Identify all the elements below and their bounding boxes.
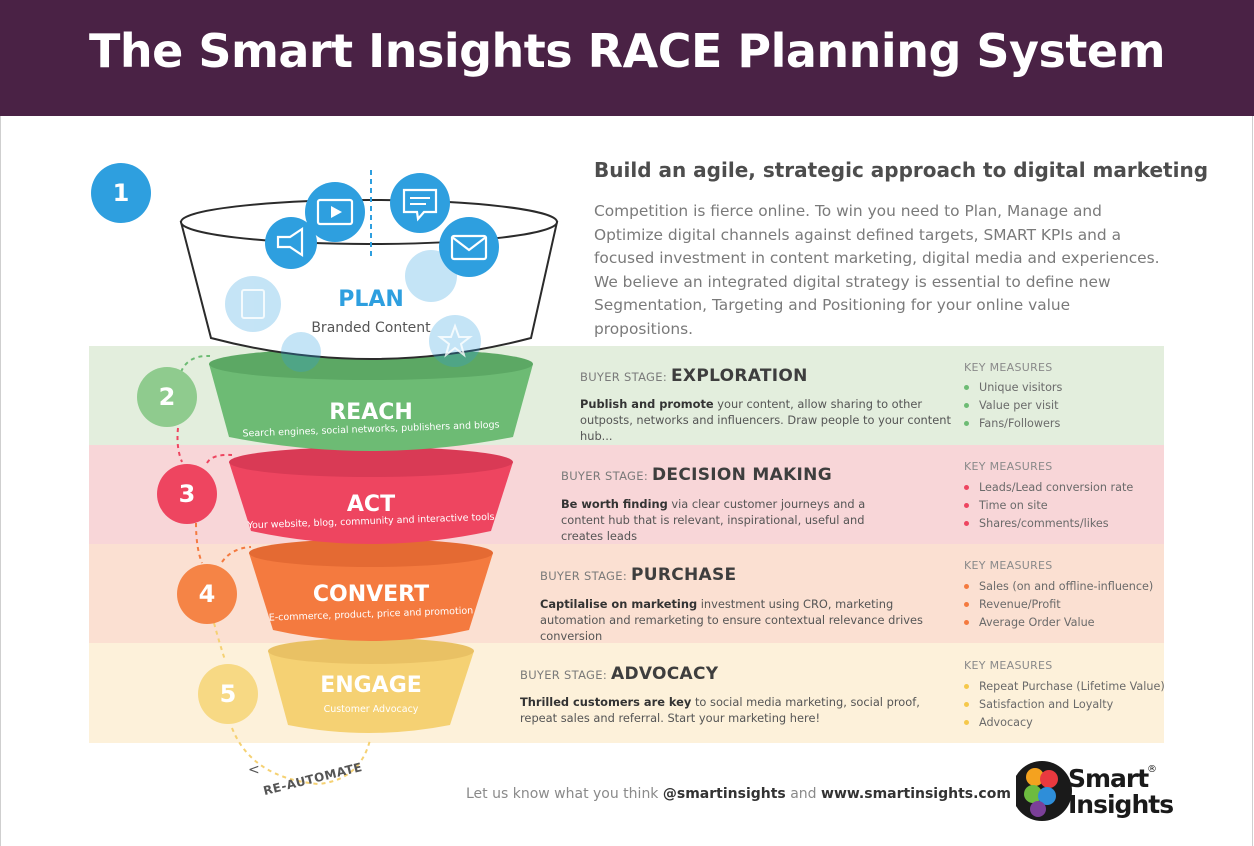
stage-decision-desc: Be worth finding via clear customer jour… (561, 496, 891, 544)
funnel-engage (268, 638, 474, 733)
megaphone-icon (265, 217, 317, 269)
convert-title: CONVERT (312, 582, 430, 607)
stage-exploration-heading: BUYER STAGE: EXPLORATION (580, 366, 808, 386)
reach-title: REACH (329, 400, 413, 425)
measure-item: Average Order Value (964, 614, 1153, 632)
email-icon (439, 217, 499, 277)
footer-text: Let us know what you think @smartinsight… (466, 786, 1011, 802)
key-measures-title: KEY MEASURES (964, 361, 1053, 374)
video-icon (305, 182, 365, 242)
measure-item: Fans/Followers (964, 415, 1062, 433)
desc-bold: Publish and promote (580, 397, 714, 411)
stage-advocacy-heading: BUYER STAGE: ADVOCACY (520, 664, 718, 684)
buyer-stage-label: BUYER STAGE: (520, 668, 607, 682)
plan-subtitle: Branded Content (311, 320, 431, 336)
step-1-circle: 1 (91, 163, 151, 223)
header-bar: The Smart Insights RACE Planning System (0, 0, 1254, 116)
frame-right (1252, 116, 1253, 846)
desc-rest: your content, allow sharing to other out… (580, 397, 951, 443)
buyer-stage-name: DECISION MAKING (652, 465, 832, 485)
step-3-circle: 3 (157, 464, 217, 524)
key-measures-title: KEY MEASURES (964, 460, 1053, 473)
desc-rest: via clear customer journeys and a conten… (561, 497, 866, 543)
key-measures-title: KEY MEASURES (964, 659, 1053, 672)
stage-advocacy-desc: Thrilled customers are key to social med… (520, 694, 920, 726)
logo-registered: ® (1147, 764, 1157, 775)
star-icon (437, 323, 473, 358)
measure-item: Satisfaction and Loyalty (964, 696, 1165, 714)
key-measures-purchase: Sales (on and offline-influence) Revenue… (964, 578, 1153, 632)
step-5-circle: 5 (198, 664, 258, 724)
measure-item: Shares/comments/likes (964, 515, 1133, 533)
page-title: The Smart Insights RACE Planning System (88, 24, 1166, 78)
document-icon (241, 289, 265, 319)
measure-item: Revenue/Profit (964, 596, 1153, 614)
buyer-stage-name: PURCHASE (631, 565, 737, 585)
key-measures-title: KEY MEASURES (964, 559, 1053, 572)
measure-item: Advocacy (964, 714, 1165, 732)
desc-bold: Thrilled customers are key (520, 695, 692, 709)
frame-left (0, 116, 1, 846)
measure-item: Time on site (964, 497, 1133, 515)
stage-exploration-desc: Publish and promote your content, allow … (580, 396, 960, 444)
plan-title: PLAN (338, 287, 404, 312)
buyer-stage-name: ADVOCACY (611, 664, 719, 684)
desc-rest: investment using CRO, marketing automati… (540, 597, 923, 643)
footer-mid: and (785, 786, 822, 802)
footer-pre: Let us know what you think (466, 786, 663, 802)
engage-subtitle: Customer Advocacy (323, 704, 419, 715)
key-measures-advocacy: Repeat Purchase (Lifetime Value) Satisfa… (964, 678, 1165, 732)
measure-item: Repeat Purchase (Lifetime Value) (964, 678, 1165, 696)
buyer-stage-label: BUYER STAGE: (561, 469, 648, 483)
engage-title: ENGAGE (320, 673, 422, 698)
smart-insights-logo-icon (1016, 761, 1072, 821)
measure-item: Leads/Lead conversion rate (964, 479, 1133, 497)
buyer-stage-label: BUYER STAGE: (580, 370, 667, 384)
funnel-act (229, 447, 513, 544)
logo-text-insights: Insights (1068, 790, 1174, 819)
desc-rest: to social media marketing, social proof,… (520, 695, 920, 725)
funnel-reach (209, 348, 533, 451)
measure-item: Sales (on and offline-influence) (964, 578, 1153, 596)
stage-connectors (176, 354, 371, 786)
act-title: ACT (346, 492, 396, 517)
stage-purchase-heading: BUYER STAGE: PURCHASE (540, 565, 736, 585)
key-measures-exploration: Unique visitors Value per visit Fans/Fol… (964, 379, 1062, 433)
stage-purchase-desc: Captilalise on marketing investment usin… (540, 596, 940, 644)
step-4-circle: 4 (177, 564, 237, 624)
website-link[interactable]: www.smartinsights.com (821, 786, 1011, 802)
stage-decision-heading: BUYER STAGE: DECISION MAKING (561, 465, 832, 485)
headline: Build an agile, strategic approach to di… (594, 158, 1209, 182)
twitter-handle-link[interactable]: @smartinsights (662, 786, 786, 802)
desc-bold: Be worth finding (561, 497, 668, 511)
buyer-stage-name: EXPLORATION (671, 366, 808, 386)
measure-item: Unique visitors (964, 379, 1062, 397)
faint-icons (225, 250, 481, 372)
step-2-circle: 2 (137, 367, 197, 427)
chat-icon (390, 173, 450, 233)
logo-text-smart: Smart (1068, 764, 1149, 793)
buyer-stage-label: BUYER STAGE: (540, 569, 627, 583)
intro-paragraph: Competition is fierce online. To win you… (594, 202, 1160, 338)
band-engage (89, 643, 1164, 743)
measure-item: Value per visit (964, 397, 1062, 415)
reautomate-arrow-icon: < (248, 762, 260, 778)
desc-bold: Captilalise on marketing (540, 597, 698, 611)
funnel-convert (249, 539, 493, 641)
key-measures-decision: Leads/Lead conversion rate Time on site … (964, 479, 1133, 533)
